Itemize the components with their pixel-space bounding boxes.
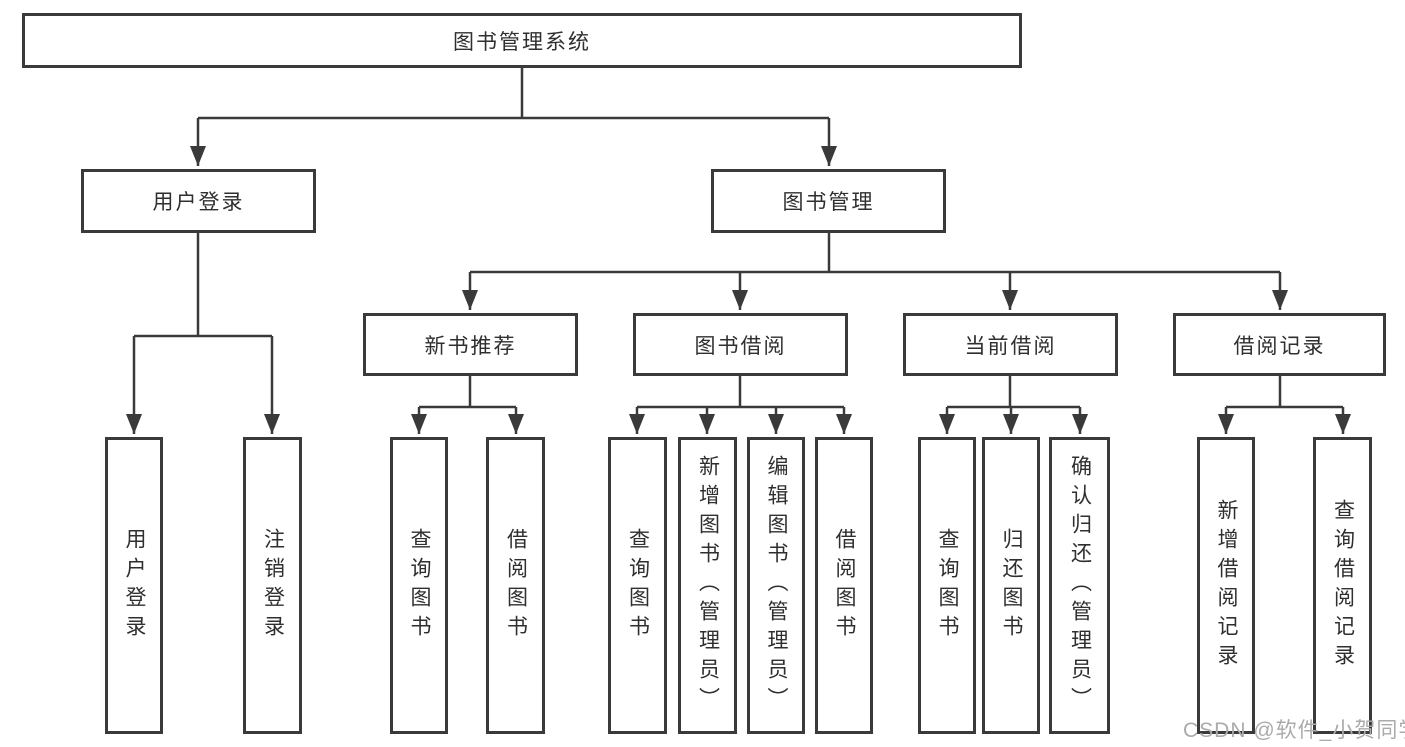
node-user-login: 用户登录 [81, 169, 316, 233]
node-book-management: 图书管理 [711, 169, 946, 233]
node-current-borrowing: 当前借阅 [903, 313, 1118, 376]
node-confirm-return-admin: 确认归还（管理员） [1049, 437, 1110, 734]
node-logout: 注销登录 [243, 437, 302, 734]
node-library-management-system: 图书管理系统 [22, 13, 1022, 68]
node-new-book-recommend: 新书推荐 [363, 313, 578, 376]
node-borrow-records: 借阅记录 [1173, 313, 1386, 376]
node-add-books-admin: 新增图书（管理员） [678, 437, 737, 734]
node-book-borrowing: 图书借阅 [633, 313, 848, 376]
node-query-books-current: 查询图书 [918, 437, 976, 734]
node-query-books-borrowing: 查询图书 [608, 437, 667, 734]
watermark-text: CSDN @软件_小贺同学 [1183, 719, 1405, 742]
node-user-login-leaf: 用户登录 [105, 437, 163, 734]
node-return-books: 归还图书 [982, 437, 1040, 734]
node-borrow-books-recommend: 借阅图书 [486, 437, 545, 734]
node-borrow-books-borrowing: 借阅图书 [815, 437, 873, 734]
node-query-books-recommend: 查询图书 [390, 437, 448, 734]
node-query-borrow-record: 查询借阅记录 [1313, 437, 1372, 734]
node-add-borrow-record: 新增借阅记录 [1197, 437, 1255, 734]
node-edit-books-admin: 编辑图书（管理员） [747, 437, 805, 734]
